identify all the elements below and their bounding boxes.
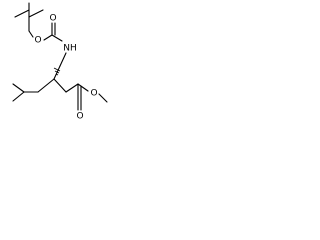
- methyl-ester: O O: [65, 83, 108, 122]
- bond-tbu-c3: [28, 9, 44, 18]
- bond-o-carbonyl-c: [43, 34, 53, 41]
- bond-isobutyl-me1: [12, 83, 25, 93]
- carbamate-carbonyl-oxygen-label: O: [49, 14, 56, 24]
- ester-carbonyl-oxygen-label: O: [76, 112, 83, 122]
- bond-isobutyl-me2: [12, 91, 25, 102]
- hash-line-1: [55, 73, 59, 76]
- bond-ch2-ester-c: [65, 83, 79, 93]
- bond-carbonyl-c-n: [51, 34, 63, 42]
- hash-line-2: [54, 70, 60, 74]
- carbamate-ether-oxygen-label: O: [34, 36, 41, 46]
- bond-chiral-ch2-isobutyl: [37, 78, 55, 93]
- tert-butyl-group: [14, 2, 44, 32]
- stereo-hash-bond: [53, 67, 61, 76]
- amine-label: NH: [63, 44, 77, 54]
- bond-tbu-c1: [14, 9, 30, 18]
- structural-formula: O O NH O O: [12, 2, 108, 122]
- boc-carbamate: O O NH: [28, 14, 77, 54]
- bond-ester-c-o-ether: [77, 83, 89, 92]
- bond-c-o-ether: [28, 30, 34, 38]
- hash-line-3: [53, 67, 61, 72]
- bond-ch2-chiral: [53, 65, 61, 80]
- bond-o-methyl: [98, 93, 108, 103]
- bond-chiral-ch2-ester: [53, 78, 67, 93]
- bond-n-ch2: [59, 52, 67, 67]
- backbone: [12, 52, 67, 102]
- ester-ether-oxygen-label: O: [90, 89, 97, 99]
